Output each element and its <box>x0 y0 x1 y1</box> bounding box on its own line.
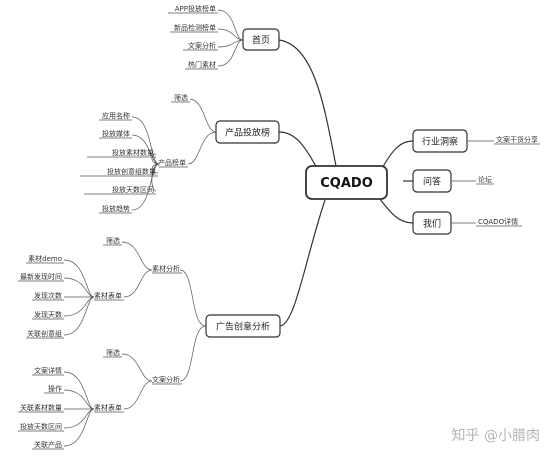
copy-table-item[interactable]: 关联素材数量 <box>20 403 62 412</box>
material-table-item[interactable]: 关联创意组 <box>27 329 62 338</box>
edge-list-item-3 <box>151 153 160 165</box>
edge-ad-copy <box>179 325 207 382</box>
copy-filter[interactable]: 筛选 <box>106 348 120 357</box>
edge-home-item-4 <box>217 39 244 67</box>
edge-ad-material <box>179 269 207 327</box>
edge-ctable-item-4 <box>63 408 95 429</box>
qa-leaf[interactable]: 论坛 <box>478 175 492 184</box>
root-node-label: CQADO <box>320 176 373 191</box>
root-node[interactable]: CQADO <box>305 165 388 200</box>
product-list-item[interactable]: 投放创意组数量 <box>107 167 156 176</box>
edge-home-item-1 <box>217 9 244 41</box>
copy-table-item[interactable]: 投放天数区间 <box>20 422 62 431</box>
root-node-box <box>305 165 388 200</box>
branch-home-node[interactable]: 首页 <box>242 28 280 51</box>
branch-product-box <box>215 120 280 144</box>
material-filter[interactable]: 筛选 <box>106 236 120 245</box>
edge-material-filter <box>121 241 153 271</box>
edge-mtable-item-1 <box>63 259 95 298</box>
branch-ad-node[interactable]: 广告创意分析 <box>205 314 281 338</box>
branch-product-label: 产品投放榜 <box>225 127 270 139</box>
material-table-item[interactable]: 素材demo <box>28 254 62 263</box>
product-list-item[interactable]: 应用名称 <box>102 111 130 120</box>
edge-ctable-item-2 <box>63 389 95 410</box>
branch-home-label: 首页 <box>252 34 270 46</box>
edge-root-me <box>379 198 414 224</box>
edge-mtable-item-2 <box>63 277 95 298</box>
branch-home-box <box>242 28 280 51</box>
copy-label[interactable]: 文案分析 <box>152 375 180 384</box>
edge-home-item-3 <box>217 39 244 48</box>
industry-leaf[interactable]: 文案干货分享 <box>496 135 538 144</box>
edge-home-item-2 <box>217 28 244 41</box>
material-table-item[interactable]: 发现天数 <box>34 310 62 319</box>
branch-industry-box <box>412 129 468 153</box>
edge-copy-table <box>123 380 153 410</box>
edge-ctable-item-1 <box>63 371 95 410</box>
product-list-item[interactable]: 投放媒体 <box>102 129 130 138</box>
branch-me-node[interactable]: 我们 <box>412 211 452 235</box>
edge-root-ad <box>279 199 326 327</box>
leaf-underlines <box>18 12 540 450</box>
product-list-label[interactable]: 产品榜单 <box>158 158 186 167</box>
edge-root-home <box>278 39 337 167</box>
material-label[interactable]: 素材分析 <box>152 264 180 273</box>
copy-table-item[interactable]: 文案详情 <box>34 366 62 375</box>
edge-product-list <box>187 131 217 165</box>
edge-ctable-item-5 <box>63 408 95 447</box>
edge-material-table <box>123 269 153 298</box>
copy-table-item[interactable]: 操作 <box>48 384 62 393</box>
branch-qa-node[interactable]: 问答 <box>412 169 452 193</box>
edge-product-filter <box>189 98 217 133</box>
product-list-item[interactable]: 投放素材数量 <box>112 148 154 157</box>
edge-mtable-item-4 <box>63 296 95 317</box>
product-filter[interactable]: 筛选 <box>174 93 188 102</box>
product-list-item[interactable]: 投放天数区间 <box>112 185 154 194</box>
branch-me-box <box>412 211 452 235</box>
material-table-item[interactable]: 发现次数 <box>34 291 62 300</box>
home-item[interactable]: 热门素材 <box>188 60 216 69</box>
material-table-label[interactable]: 素材表单 <box>94 291 122 300</box>
home-item[interactable]: 文案分析 <box>188 41 216 50</box>
me-leaf[interactable]: CQADO详情 <box>478 217 518 226</box>
branch-industry-label: 行业洞察 <box>422 136 458 148</box>
connectors <box>63 9 494 447</box>
branch-me-label: 我们 <box>423 218 441 230</box>
edge-list-item-1 <box>131 116 160 165</box>
copy-table-item[interactable]: 关联产品 <box>34 440 62 449</box>
branch-ad-box <box>205 314 281 338</box>
branch-industry-node[interactable]: 行业洞察 <box>412 129 468 153</box>
edge-list-item-2 <box>131 134 160 165</box>
edge-list-item-6 <box>131 163 160 211</box>
branch-product-node[interactable]: 产品投放榜 <box>215 120 280 144</box>
home-item[interactable]: APP投放榜单 <box>175 4 216 13</box>
branch-ad-label: 广告创意分析 <box>216 321 270 333</box>
edge-mtable-item-5 <box>63 296 95 336</box>
watermark: 知乎 @小腊肉 <box>452 427 540 444</box>
branch-qa-label: 问答 <box>423 176 441 188</box>
home-item[interactable]: 新品检测榜单 <box>174 23 216 32</box>
branch-qa-box <box>412 169 452 193</box>
edge-copy-filter <box>121 353 153 382</box>
copy-table-label[interactable]: 素材表单 <box>94 403 122 412</box>
product-list-item[interactable]: 投放趋势 <box>102 204 130 213</box>
material-table-item[interactable]: 最新发现时间 <box>20 272 62 281</box>
